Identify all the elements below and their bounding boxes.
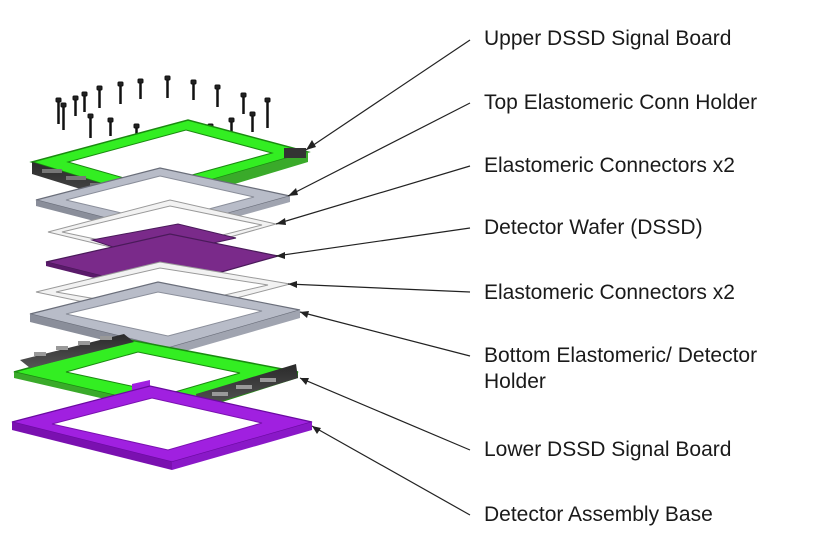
label-bottom-holder-line-1: Bottom Elastomeric/ Detector <box>484 344 758 367</box>
bottom-detector-holder <box>29 281 301 356</box>
screw <box>55 97 62 124</box>
screw <box>249 111 256 132</box>
screw <box>117 81 124 104</box>
arrowhead <box>312 426 321 434</box>
screw <box>214 84 221 107</box>
leader-line-upper-signal-board <box>305 39 471 151</box>
screw <box>96 85 103 108</box>
screw <box>137 78 144 99</box>
screw <box>240 92 247 114</box>
leader-line-detector-wafer <box>275 227 471 257</box>
screw <box>190 79 197 100</box>
leader-line-top-conn-holder <box>287 102 471 197</box>
label-upper-connectors: Elastomeric Connectors x2 <box>484 154 735 177</box>
label-bottom-holder: Bottom Elastomeric/ Detector Holder <box>484 343 757 395</box>
leader-arrowheads <box>276 140 321 434</box>
screw <box>164 75 171 98</box>
board-connector-strip <box>34 336 276 396</box>
arrowhead <box>300 311 309 318</box>
label-bottom-holder-line-2: Holder <box>484 370 546 393</box>
lower-signal-board <box>13 334 299 416</box>
leader-line-assembly-base <box>311 425 471 516</box>
label-assembly-base: Detector Assembly Base <box>484 503 713 526</box>
screw <box>264 97 271 128</box>
leader-line-bottom-holder <box>299 311 471 357</box>
arrowhead <box>276 252 285 259</box>
arrowhead <box>300 378 309 385</box>
screw <box>72 95 79 116</box>
label-detector-wafer: Detector Wafer (DSSD) <box>484 216 703 239</box>
screw <box>87 113 94 138</box>
arrowhead <box>276 218 286 225</box>
leader-lines <box>275 39 471 516</box>
leader-line-upper-connectors <box>275 165 471 225</box>
arrowhead <box>306 140 316 150</box>
label-top-conn-holder: Top Elastomeric Conn Holder <box>484 91 758 114</box>
leader-line-lower-signal-board <box>299 377 471 451</box>
arrowhead <box>288 281 297 288</box>
screw <box>81 91 88 112</box>
screw <box>60 102 67 130</box>
label-lower-signal-board: Lower DSSD Signal Board <box>484 438 732 461</box>
arrowhead <box>288 188 298 196</box>
label-lower-connectors: Elastomeric Connectors x2 <box>484 281 735 304</box>
label-upper-signal-board: Upper DSSD Signal Board <box>484 27 732 50</box>
leader-line-lower-connectors <box>287 283 471 293</box>
screw <box>107 117 114 136</box>
assembly-base <box>11 380 313 470</box>
